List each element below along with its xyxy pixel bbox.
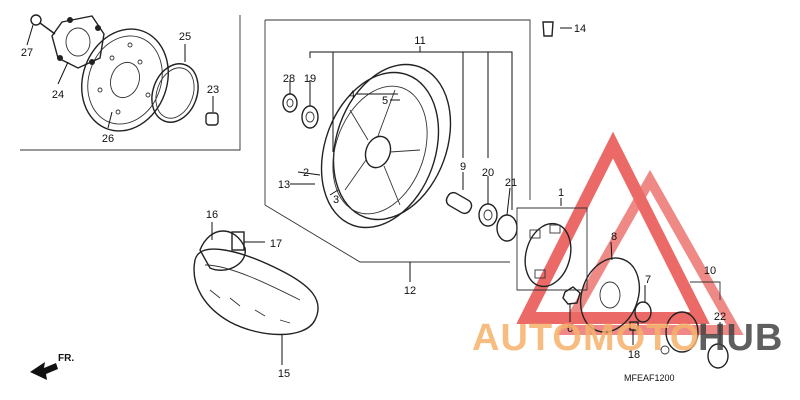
damper-ring (151, 63, 199, 123)
front-direction-label: FR. (58, 353, 74, 364)
bearing-20 (478, 203, 498, 227)
bearing-28 (282, 93, 298, 113)
callout-13: 13 (278, 179, 290, 191)
callout-22: 22 (714, 311, 726, 323)
callout-10: 10 (704, 265, 716, 277)
callout-27: 27 (21, 47, 33, 59)
damper-set (516, 207, 588, 291)
callout-12: 12 (404, 285, 416, 297)
callout-1: 1 (558, 187, 564, 199)
rear-wheel (320, 63, 452, 229)
callout-15: 15 (278, 368, 290, 380)
callout-24: 24 (52, 89, 64, 101)
callout-20: 20 (482, 167, 494, 179)
callout-2: 2 (303, 167, 309, 179)
bolt-18 (629, 321, 639, 331)
callout-11: 11 (414, 35, 425, 47)
spacer-23 (205, 112, 219, 126)
inset-box (20, 15, 241, 151)
callout-26: 26 (102, 133, 114, 145)
seal-7 (634, 301, 652, 323)
callout-16: 16 (206, 209, 218, 221)
inner-tube (199, 230, 246, 271)
bolt-27 (30, 14, 56, 35)
callout-18: 18 (628, 349, 640, 361)
wheel-assembly-bracket (264, 19, 531, 263)
callout-28: 28 (283, 73, 295, 85)
watermark-auto: AUTOMOTO (472, 317, 700, 359)
callout-8: 8 (611, 231, 617, 243)
bearing-19 (301, 105, 319, 129)
hub-flange (51, 15, 105, 69)
callout-21: 21 (505, 177, 517, 189)
callout-17: 17 (270, 238, 282, 250)
diagram-code: MFEAF1200 (624, 373, 675, 383)
leader-lines (26, 24, 721, 365)
front-arrow (30, 362, 58, 380)
hub-parts-10 (660, 281, 729, 369)
callout-4: 4 (349, 89, 355, 101)
driven-flange (579, 257, 641, 333)
tire (193, 248, 319, 336)
callout-23: 23 (207, 84, 219, 96)
callout-14: 14 (574, 23, 586, 35)
callout-25: 25 (179, 31, 191, 43)
valve-cap (542, 21, 554, 37)
callout-5: 5 (382, 95, 388, 107)
callout-7: 7 (645, 274, 651, 286)
watermark-text: AUTOMOTO HUB (472, 317, 783, 359)
callout-9: 9 (460, 161, 466, 173)
collar-9 (445, 191, 473, 215)
watermark-hub: HUB (698, 317, 783, 359)
callout-6: 6 (567, 323, 573, 335)
brake-disc (81, 28, 169, 132)
seal-21 (496, 214, 518, 242)
callout-19: 19 (304, 73, 316, 85)
watermark-logo (516, 131, 744, 335)
nut-6 (562, 286, 581, 305)
callout-3: 3 (333, 194, 339, 206)
